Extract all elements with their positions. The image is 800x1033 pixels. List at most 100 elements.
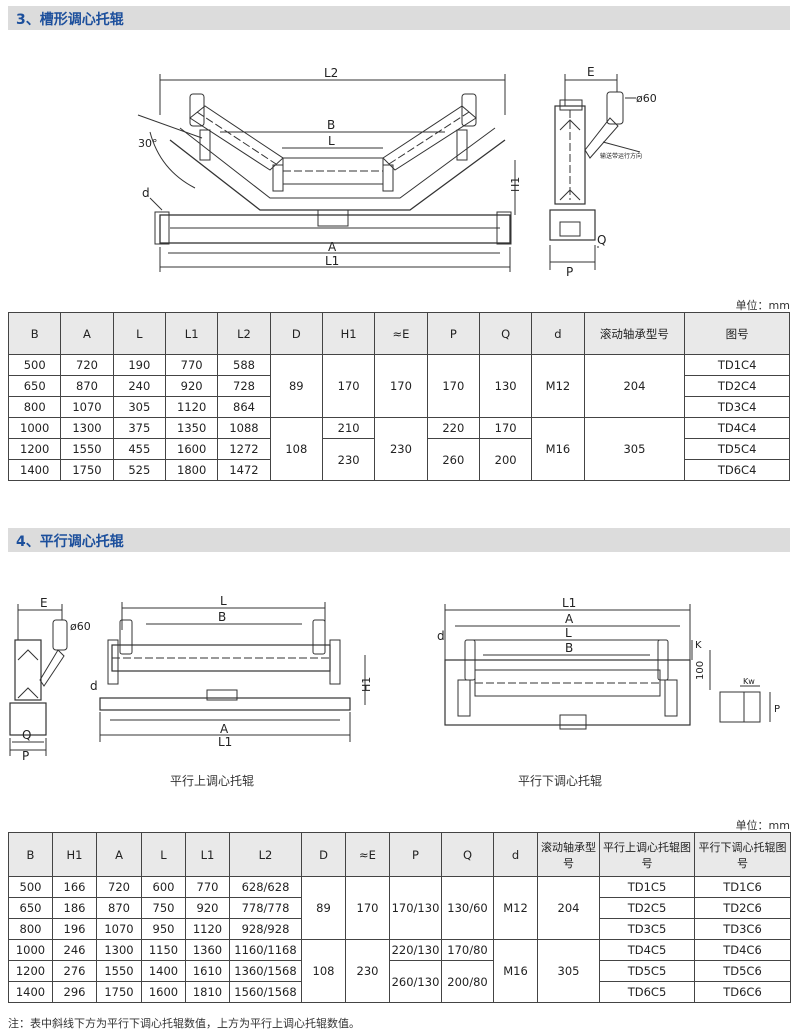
cell: 1360 [185,939,230,961]
cell: 588 [217,354,271,376]
table-header-row: B A L L1 L2 D H1 ≈E P Q d 滚动轴承型号 图号 [7,312,790,355]
dim-E: E [40,596,48,610]
header-cell: ≈E [374,312,428,355]
table-row: 1200 276 1550 1400 1610 1360/1568 260/13… [8,960,791,1003]
dim-A-lower: A [565,612,574,626]
header-cell: 滚动轴承型号 [537,832,600,877]
header-cell: 平行上调心托辊图号 [599,832,695,877]
cell: 1070 [96,918,142,940]
cell: TD2C4 [684,375,790,397]
table-row: 650 186 870 750 920 778/778 TD2C5 TD2C6 [8,897,791,919]
cell: 305 [537,939,600,1003]
cell: 260/130 [389,960,442,1003]
section-title: 3、槽形调心托辊 [16,12,124,28]
header-cell: P [389,832,442,877]
header-cell: L1 [164,312,219,355]
dim-K: K [695,640,702,651]
dim-L1: L1 [325,254,339,268]
cell: 720 [96,876,142,898]
dim-Q: Q [22,728,31,742]
dim-H1: H1 [509,177,522,192]
cell: 1560/1568 [229,981,302,1003]
table-row: 1400 296 1750 1600 1810 1560/1568 TD6C5 … [8,981,791,1003]
cell: TD5C6 [694,960,791,982]
dim-B: B [327,118,335,132]
dim-d: d [90,679,98,693]
dim-P-end: P [774,704,780,715]
header-cell: d [493,832,538,877]
cell: 778/778 [229,897,302,919]
cell: 1472 [217,459,271,481]
cell: 650 [7,375,62,397]
table-row: 1000 246 1300 1150 1360 1160/1168 108 23… [8,939,791,1003]
cell: 170/130 [389,876,442,940]
cell: 1600 [141,981,186,1003]
dim-Q: Q [597,233,606,247]
cell: 89 [301,876,346,940]
dim-B-lower: B [565,641,573,655]
cell: TD1C4 [684,354,790,376]
caption-lower-idler: 平行下调心托辊 [518,774,603,788]
cell: 276 [52,960,97,982]
cell: M16 [493,939,538,1003]
cell: 305 [112,396,166,418]
cell: 170 [478,417,533,439]
cell: 500 [8,876,53,898]
cell: 1120 [164,396,219,418]
header-cell: d [531,312,585,355]
table-header-row: B H1 A L L1 L2 D ≈E P Q d 滚动轴承型号 平行上调心托辊… [8,832,791,877]
cell: 1360/1568 [229,960,302,982]
cell: 1088 [217,417,271,439]
dim-Kw: Kw [743,677,755,686]
cell: 375 [112,417,166,439]
cell: 170 [426,354,480,418]
dim-E: E [587,65,595,79]
cell: 1120 [185,918,230,940]
unit-label: 单位：mm [735,299,790,312]
cell: TD6C5 [599,981,695,1003]
cell: TD4C5 [599,939,695,961]
cell: 1300 [60,417,114,439]
cell: TD6C4 [684,459,790,481]
cell: 928/928 [229,918,302,940]
cell: 196 [52,918,97,940]
cell: 628/628 [229,876,302,898]
header-cell: D [301,832,346,877]
cell: 230 [345,939,390,1003]
dim-L2: L2 [324,66,338,80]
dim-angle: 30° [138,137,158,150]
cell: 240 [112,375,166,397]
cell: 1810 [185,981,230,1003]
cell: 920 [164,375,219,397]
cell: TD1C5 [599,876,695,898]
cell: 1070 [60,396,114,418]
cell: 166 [52,876,97,898]
cell: 600 [141,876,186,898]
header-cell: L [112,312,166,355]
cell: 920 [185,897,230,919]
cell: TD4C4 [684,417,790,439]
header-cell: 滚动轴承型号 [583,312,686,355]
cell: 204 [537,876,600,940]
dim-phi60: ø60 [636,92,657,105]
cell: 750 [141,897,186,919]
cell: 170 [345,876,390,940]
table-row: 500 720 190 770 588 89 170 170 170 130 M… [7,354,790,418]
cell: M16 [531,417,585,481]
cell: 1150 [141,939,186,961]
cell: M12 [531,354,585,418]
cell: 1000 [8,939,53,961]
header-cell: A [96,832,142,877]
cell: 108 [269,417,323,481]
dim-A: A [328,240,337,254]
table-row: 1000 1300 375 1350 1088 108 210 230 220 … [7,417,790,481]
cell: 1400 [7,459,62,481]
cell: 870 [60,375,114,397]
dim-B: B [218,610,226,624]
dim-L1: L1 [218,735,232,749]
header-cell: A [60,312,114,355]
cell: 204 [583,354,686,418]
section-title: 4、平行调心托辊 [16,534,124,550]
cell: TD3C5 [599,918,695,940]
section-header-parallel: 4、平行调心托辊 [8,528,790,552]
